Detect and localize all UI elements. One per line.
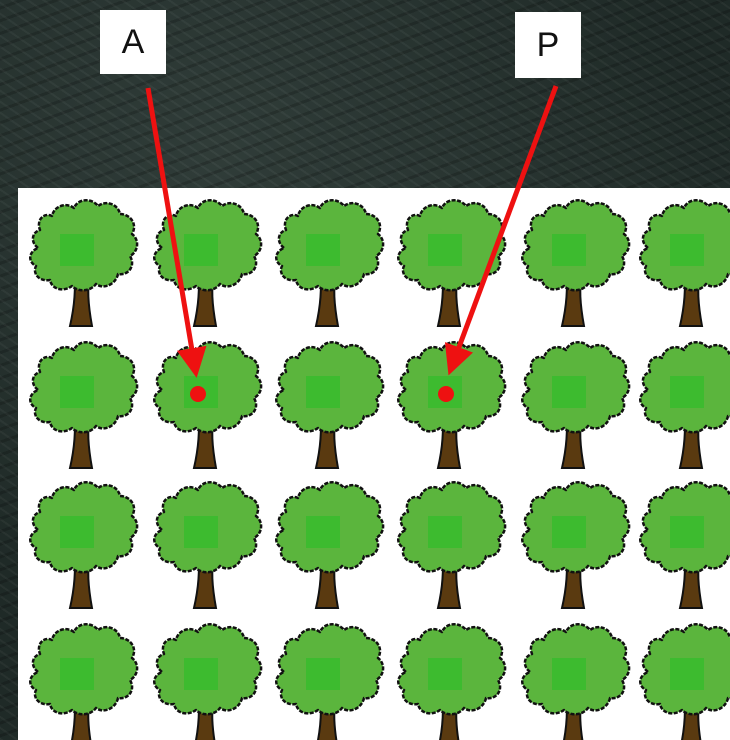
tree [266,192,390,332]
tree [388,616,512,740]
tree [20,192,144,332]
tree [388,334,512,474]
tree [266,334,390,474]
tree [144,474,268,614]
tree [20,334,144,474]
tree [512,474,636,614]
tree [20,616,144,740]
label-p-box: P [515,12,581,78]
label-a-box: A [100,10,166,74]
tree [630,334,730,474]
tree [512,616,636,740]
tree [388,474,512,614]
tree [266,474,390,614]
tree [144,616,268,740]
tree [512,334,636,474]
tree [388,192,512,332]
tree-grid-panel [18,188,730,740]
tree [20,474,144,614]
tree [630,474,730,614]
tree [630,192,730,332]
tree [144,192,268,332]
tree [144,334,268,474]
tree [630,616,730,740]
tree [512,192,636,332]
label-p-text: P [536,25,560,64]
label-a-text: A [121,22,145,61]
tree [266,616,390,740]
